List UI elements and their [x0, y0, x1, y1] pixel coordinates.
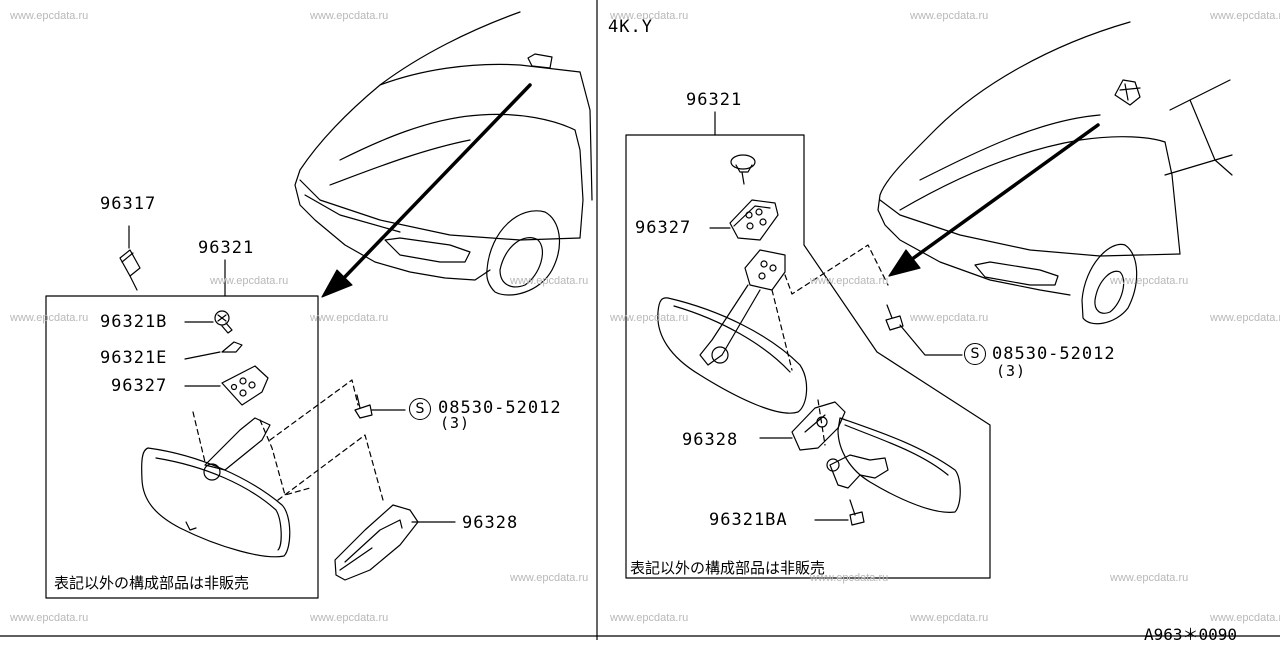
- bolt-qty-left: (3): [440, 414, 471, 432]
- diagram-code: A963＊0090: [1144, 625, 1238, 644]
- bracket-icon-right: [709, 199, 779, 241]
- dashed-guides-left: [192, 379, 384, 501]
- part-label-96317: 96317: [100, 194, 157, 214]
- bolt-icon-right-lower: [814, 499, 865, 526]
- bolt-icon-left: [354, 394, 406, 419]
- bolt-qty-right: (3): [996, 362, 1027, 380]
- part-label-96328-right: 96328: [682, 430, 739, 450]
- watermark: www.epcdata.ru: [210, 275, 289, 287]
- part-label-96328-left: 96328: [462, 513, 519, 533]
- part-label-96327-right: 96327: [635, 218, 692, 238]
- part-label-96321BA: 96321BA: [709, 510, 788, 530]
- not-sold-note-left: 表記以外の構成部品は非販売: [54, 574, 250, 592]
- part-label-96321E: 96321E: [100, 348, 168, 368]
- left-parts-box: [45, 295, 319, 599]
- watermark: www.epcdata.ru: [610, 312, 689, 324]
- arrow-right: [888, 123, 1100, 277]
- clip-icon: [221, 341, 243, 353]
- watermark: www.epcdata.ru: [310, 312, 389, 324]
- bulb-icon: [119, 225, 141, 291]
- cover-icon-right: [759, 401, 846, 451]
- watermark: www.epcdata.ru: [510, 275, 589, 287]
- watermark: www.epcdata.ru: [610, 612, 689, 624]
- part-label-96321-right: 96321: [686, 90, 743, 110]
- watermark: www.epcdata.ru: [1210, 10, 1280, 22]
- bolt-symbol-right: S: [964, 343, 986, 365]
- bolt-icon-left-top: [214, 310, 233, 334]
- rear-view-mirror-icon-left: [141, 417, 291, 558]
- watermark: www.epcdata.ru: [1110, 275, 1189, 287]
- watermark: www.epcdata.ru: [910, 312, 989, 324]
- bolt-part-number-left: 08530-52012: [438, 398, 562, 418]
- variant-label: 4K.Y: [608, 17, 653, 37]
- bolt-icon-right-top: [730, 154, 756, 185]
- watermark: www.epcdata.ru: [310, 10, 389, 22]
- car-front-icon-right: [877, 21, 1233, 325]
- watermark: www.epcdata.ru: [610, 10, 689, 22]
- watermark: www.epcdata.ru: [10, 312, 89, 324]
- dashed-guides-right: [771, 244, 889, 446]
- rear-view-mirror-icon-right-upper: [657, 297, 808, 414]
- bolt-symbol-left: S: [409, 398, 431, 420]
- arrow-left: [321, 83, 532, 298]
- watermark: www.epcdata.ru: [910, 10, 989, 22]
- bracket-icon-left: [221, 365, 269, 406]
- watermark: www.epcdata.ru: [10, 10, 89, 22]
- mirror-stay-icon: [699, 249, 786, 366]
- part-label-96321-left: 96321: [198, 238, 255, 258]
- not-sold-note-right: 表記以外の構成部品は非販売: [630, 559, 826, 577]
- watermark: www.epcdata.ru: [1110, 572, 1189, 584]
- part-label-96321B: 96321B: [100, 312, 168, 332]
- bolt-part-number-right: 08530-52012: [992, 344, 1116, 364]
- watermark: www.epcdata.ru: [810, 572, 889, 584]
- watermark: www.epcdata.ru: [1210, 612, 1280, 624]
- watermark: www.epcdata.ru: [910, 612, 989, 624]
- watermark: www.epcdata.ru: [1210, 312, 1280, 324]
- bolt-icon-right: [885, 304, 963, 356]
- watermark: www.epcdata.ru: [510, 572, 589, 584]
- watermark: www.epcdata.ru: [10, 612, 89, 624]
- watermark: www.epcdata.ru: [310, 612, 389, 624]
- right-parts-box: [625, 134, 991, 579]
- car-front-icon-left: [294, 11, 593, 296]
- watermark: www.epcdata.ru: [810, 275, 889, 287]
- cover-icon-left: [334, 504, 456, 581]
- rear-view-mirror-icon-right-lower: [826, 417, 961, 513]
- part-label-96327-left: 96327: [111, 376, 168, 396]
